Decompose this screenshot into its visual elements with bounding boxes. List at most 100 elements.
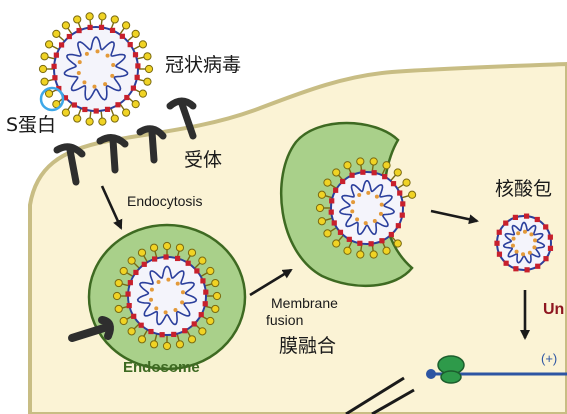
membrane-protein [331,220,337,226]
membrane-protein [76,27,82,34]
nucleoprotein [180,300,185,305]
membrane-protein [124,94,130,101]
spike-head [131,100,140,109]
coronavirus-label: 冠状病毒 [165,54,242,76]
nucleoprotein [82,80,87,85]
spike-head [122,108,131,117]
nucleoprotein [154,306,159,311]
nucleoprotein [533,238,538,243]
spike-head [127,327,136,336]
fusion-label: fusion [266,312,304,328]
nucleoprotein [95,49,100,54]
membrane-protein [141,261,147,267]
spike-head [315,203,325,213]
spike-head [198,256,207,265]
membrane-protein [388,231,394,238]
membrane-protein [53,52,59,58]
spike-head [206,316,215,326]
membrane-protein [524,267,530,273]
membrane-protein [125,291,131,297]
membrane-protein [360,169,366,175]
membrane-protein [148,328,154,335]
membrane-protein [151,256,158,262]
nucleoprotein [92,84,97,89]
spike-head [98,12,107,21]
spike-head [211,278,220,288]
membrane-protein [328,209,334,215]
viral-rna [339,180,395,236]
membrane-protein [52,75,58,81]
strand-end [426,369,436,379]
membrane-protein [379,238,385,244]
spike-head [198,327,207,336]
nucleoprotein [105,53,110,58]
membrane-protein [159,332,165,338]
spike-head [138,89,148,98]
spike-head [356,250,365,259]
spike-head [162,341,172,351]
membrane-protein [82,106,88,113]
membrane-protein [51,63,57,69]
membrane-protein [194,268,200,274]
membrane-protein [104,106,111,112]
membrane-protein [399,212,405,218]
receptor [136,125,167,164]
nucleoprotein [163,310,168,315]
spike-head [343,246,352,255]
nucleocapsid-label: 核酸包 [495,178,553,200]
membrane-protein [93,108,99,114]
spike-head [143,52,152,61]
spike-head [61,21,70,30]
nucleoprotein [350,209,355,214]
membrane-protein [87,24,93,31]
nucleoprotein [374,194,379,199]
nucleoprotein [110,73,115,78]
membrane-protein [126,303,132,309]
spike-head [144,64,154,74]
spike-head [119,266,128,276]
membrane-protein [534,216,540,223]
nucleoprotein [522,229,527,234]
membrane-protein [138,322,144,328]
receptor-label: 受体 [184,149,223,171]
spike-highlight-ring [39,86,65,112]
nucleoprotein [372,218,377,223]
virus-in-endosome [112,241,222,351]
release-arrow [430,209,479,225]
membrane-protein [543,224,549,230]
viral-rna [502,221,546,264]
nucleoprotein [378,211,383,216]
nucleoprotein [156,279,161,284]
membrane-protein [130,85,136,91]
nucleoprotein [363,221,368,226]
spike-head [138,40,148,49]
membrane-label: Membrane [271,295,338,311]
spike-head [110,114,119,123]
spike-head [393,239,402,248]
spike-head [317,190,327,199]
nucleoprotein [514,249,519,254]
membrane-protein [397,190,403,196]
spike-head [369,157,378,166]
spike-head [332,168,341,177]
nucleoprotein [510,243,515,248]
membrane-protein [333,187,339,193]
membrane-protein [400,201,406,207]
membrane-protein [496,229,502,235]
spike-head [114,278,123,288]
nucleoprotein [355,217,360,222]
virus-outside [38,12,154,126]
nucleoprotein [77,60,82,65]
membrane-protein [71,102,77,108]
membrane-protein [390,181,397,187]
spike-head [137,248,147,257]
membrane-protein [382,174,388,180]
cut-off-label: Un [543,301,565,318]
membrane-protein [523,213,530,219]
spike-head [393,168,402,177]
membrane-protein [337,229,344,235]
spike-head [131,29,140,38]
endocytosis-arrow [100,185,123,230]
virus-layer [38,12,554,351]
